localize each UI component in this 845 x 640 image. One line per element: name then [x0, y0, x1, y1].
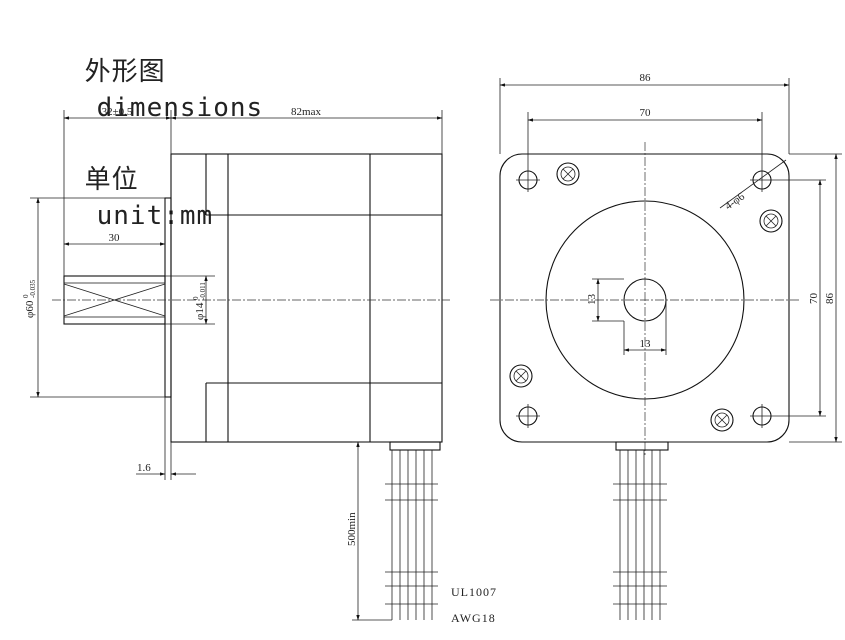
dim-hole-spacing-v: 70	[808, 293, 820, 305]
dim-shaft-tol-upper: 0	[192, 296, 200, 300]
mounting-hole	[516, 404, 540, 428]
dim-overall-height: 86	[824, 293, 836, 305]
motor-body-outline	[170, 153, 443, 443]
dim-boss-diameter: φ60	[24, 300, 36, 318]
dim-shaft-diameter: φ14	[194, 302, 206, 320]
screw-icon	[509, 364, 533, 388]
dim-flange-length: 32±0.5	[102, 106, 133, 118]
dim-lead-length: 500min	[346, 512, 358, 546]
title-outline-cn: 外形图	[84, 57, 166, 87]
title-unit: unit:mm	[96, 201, 214, 231]
dim-boss-tol-lower: -0.035	[29, 279, 37, 298]
wire-type: UL1007	[451, 585, 497, 599]
wire-gauge: AWG18	[451, 611, 496, 625]
flange-boss	[164, 197, 172, 398]
dim-shaft-flat-h: 13	[640, 338, 652, 350]
mounting-hole	[750, 404, 774, 428]
front-lead-connector	[615, 441, 669, 451]
dim-body-length: 82max	[291, 106, 321, 118]
dim-hole-spacing: 70	[640, 107, 652, 119]
dim-overall-width: 86	[640, 72, 652, 84]
dim-shaft-tol-lower: -0.011	[199, 282, 207, 300]
side-view: 32±0.5 82max 30 φ60 0 -0.035 φ14 0 -0.01…	[22, 106, 497, 625]
front-view: 86 70 4-φ6 13 13	[490, 72, 842, 620]
screw-icon	[710, 408, 734, 432]
dim-boss-height: 1.6	[137, 462, 151, 474]
dim-shaft-flat-v: 13	[586, 294, 598, 306]
lead-connector	[389, 441, 441, 451]
screw-icon	[759, 209, 783, 233]
mounting-hole	[750, 168, 774, 192]
dim-boss-tol-upper: 0	[22, 294, 30, 298]
screw-icon	[556, 162, 580, 186]
dim-hole-callout: 4-φ6	[723, 190, 748, 212]
mounting-hole	[516, 168, 540, 192]
dim-shaft-length: 30	[109, 232, 121, 244]
page-title: 外形图 dimensions 单位 unit:mm	[18, 18, 263, 231]
title-unit-cn: 单位	[84, 165, 139, 195]
